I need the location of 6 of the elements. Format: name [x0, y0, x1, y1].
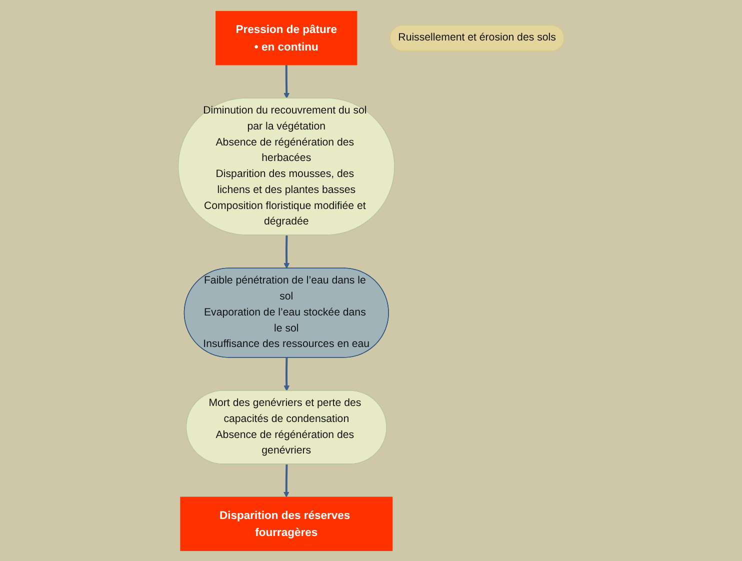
arrow: [284, 357, 290, 391]
node-box: Disparition des réserves fourragères: [180, 496, 392, 551]
arrow: [284, 64, 290, 98]
node-box: Pression de pâture • en continu: [215, 10, 358, 65]
arrow: [284, 234, 290, 268]
arrow: [283, 464, 290, 497]
